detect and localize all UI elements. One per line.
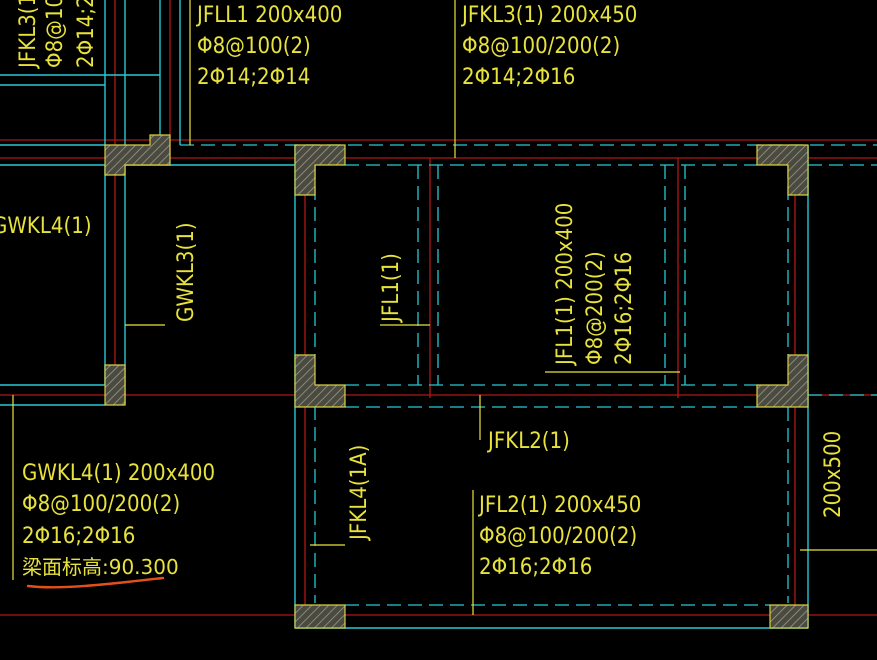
label-jfll1-line3: 2Φ14;2Φ14 (197, 65, 310, 90)
label-jfl1-b-line1: JFL1(1) 200x400 (553, 203, 578, 367)
column-c4 (294, 354, 346, 408)
label-jfll1-line1: JFLL1 200x400 (195, 3, 342, 28)
label-jfl2-line3: 2Φ16;2Φ16 (479, 555, 592, 580)
column-c3 (294, 144, 346, 196)
markup-underline (26, 576, 165, 589)
label-gwkl4-beam-top-elevation: 梁面标高:90.300 (22, 555, 179, 579)
label-jfl1-b-line2: Φ8@200(2) (583, 251, 608, 365)
label-jfkl3-line2: Φ8@100/200(2) (462, 34, 620, 59)
label-jfkl3-top-left-line1: JFKL3(1) (16, 0, 41, 70)
label-gwkl4-detail-line2: Φ8@100/200(2) (22, 492, 180, 517)
column-c6 (756, 354, 809, 408)
label-gwkl4-detail-line1: GWKL4(1) 200x400 (22, 461, 215, 486)
label-jfl1-a: JFL1(1) (379, 253, 404, 324)
column-c8 (769, 604, 809, 629)
label-gwkl4-left: GWKL4(1) (0, 214, 92, 239)
beam-dashed-lines (180, 144, 877, 606)
column-c1 (104, 134, 171, 176)
column-c2 (104, 364, 126, 406)
label-jfl1-b-line3: 2Φ16;2Φ16 (612, 252, 637, 365)
label-jfl2-line2: Φ8@100/200(2) (479, 524, 637, 549)
label-gwkl3: GWKL3(1) (174, 222, 199, 322)
label-jfkl3-line1: JFKL3(1) 200x450 (460, 3, 637, 28)
label-jfkl3-top-left-line3: 2Φ14;2 (74, 0, 99, 68)
column-c7 (294, 604, 346, 629)
column-c5 (756, 144, 809, 196)
label-jfkl3-line3: 2Φ14;2Φ16 (462, 65, 575, 90)
columns (104, 134, 809, 629)
label-jfkl3-top-left-line2: Φ8@100 (43, 0, 68, 68)
leader-lines (12, 0, 877, 615)
label-jfll1-line2: Φ8@100(2) (197, 34, 311, 59)
label-right-size: 200x500 (821, 431, 846, 518)
label-jfkl4: JFKL4(1A) (347, 445, 372, 542)
beam-annotations: JFKL3(1) Φ8@100 2Φ14;2 JFLL1 200x400 Φ8@… (0, 0, 846, 580)
label-jfkl2: JFKL2(1) (486, 429, 570, 454)
label-jfl2-line1: JFL2(1) 200x450 (477, 493, 641, 518)
label-gwkl4-detail-line3: 2Φ16;2Φ16 (22, 524, 135, 549)
